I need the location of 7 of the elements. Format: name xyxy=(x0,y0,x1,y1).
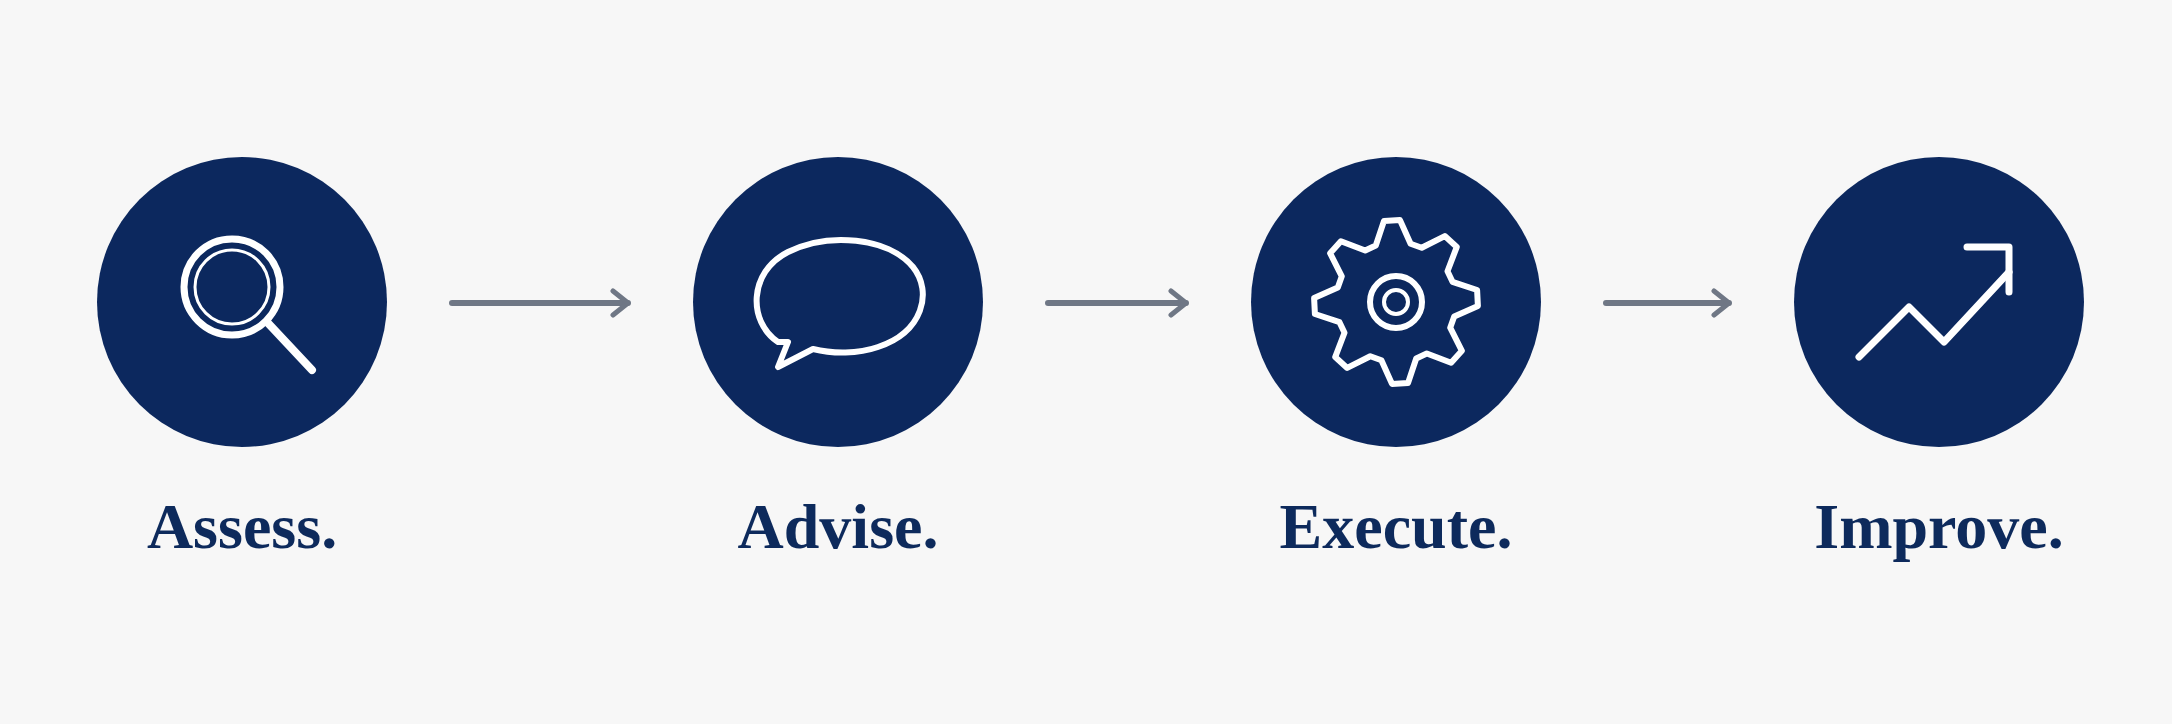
step-title: Improve. xyxy=(1813,492,2065,563)
arrow xyxy=(1045,288,1189,318)
arrow xyxy=(449,288,631,318)
step-title: Assess. xyxy=(145,492,339,563)
step-title: Advise. xyxy=(736,492,940,563)
step-title: Execute. xyxy=(1278,492,1514,563)
arrow xyxy=(1603,288,1732,318)
